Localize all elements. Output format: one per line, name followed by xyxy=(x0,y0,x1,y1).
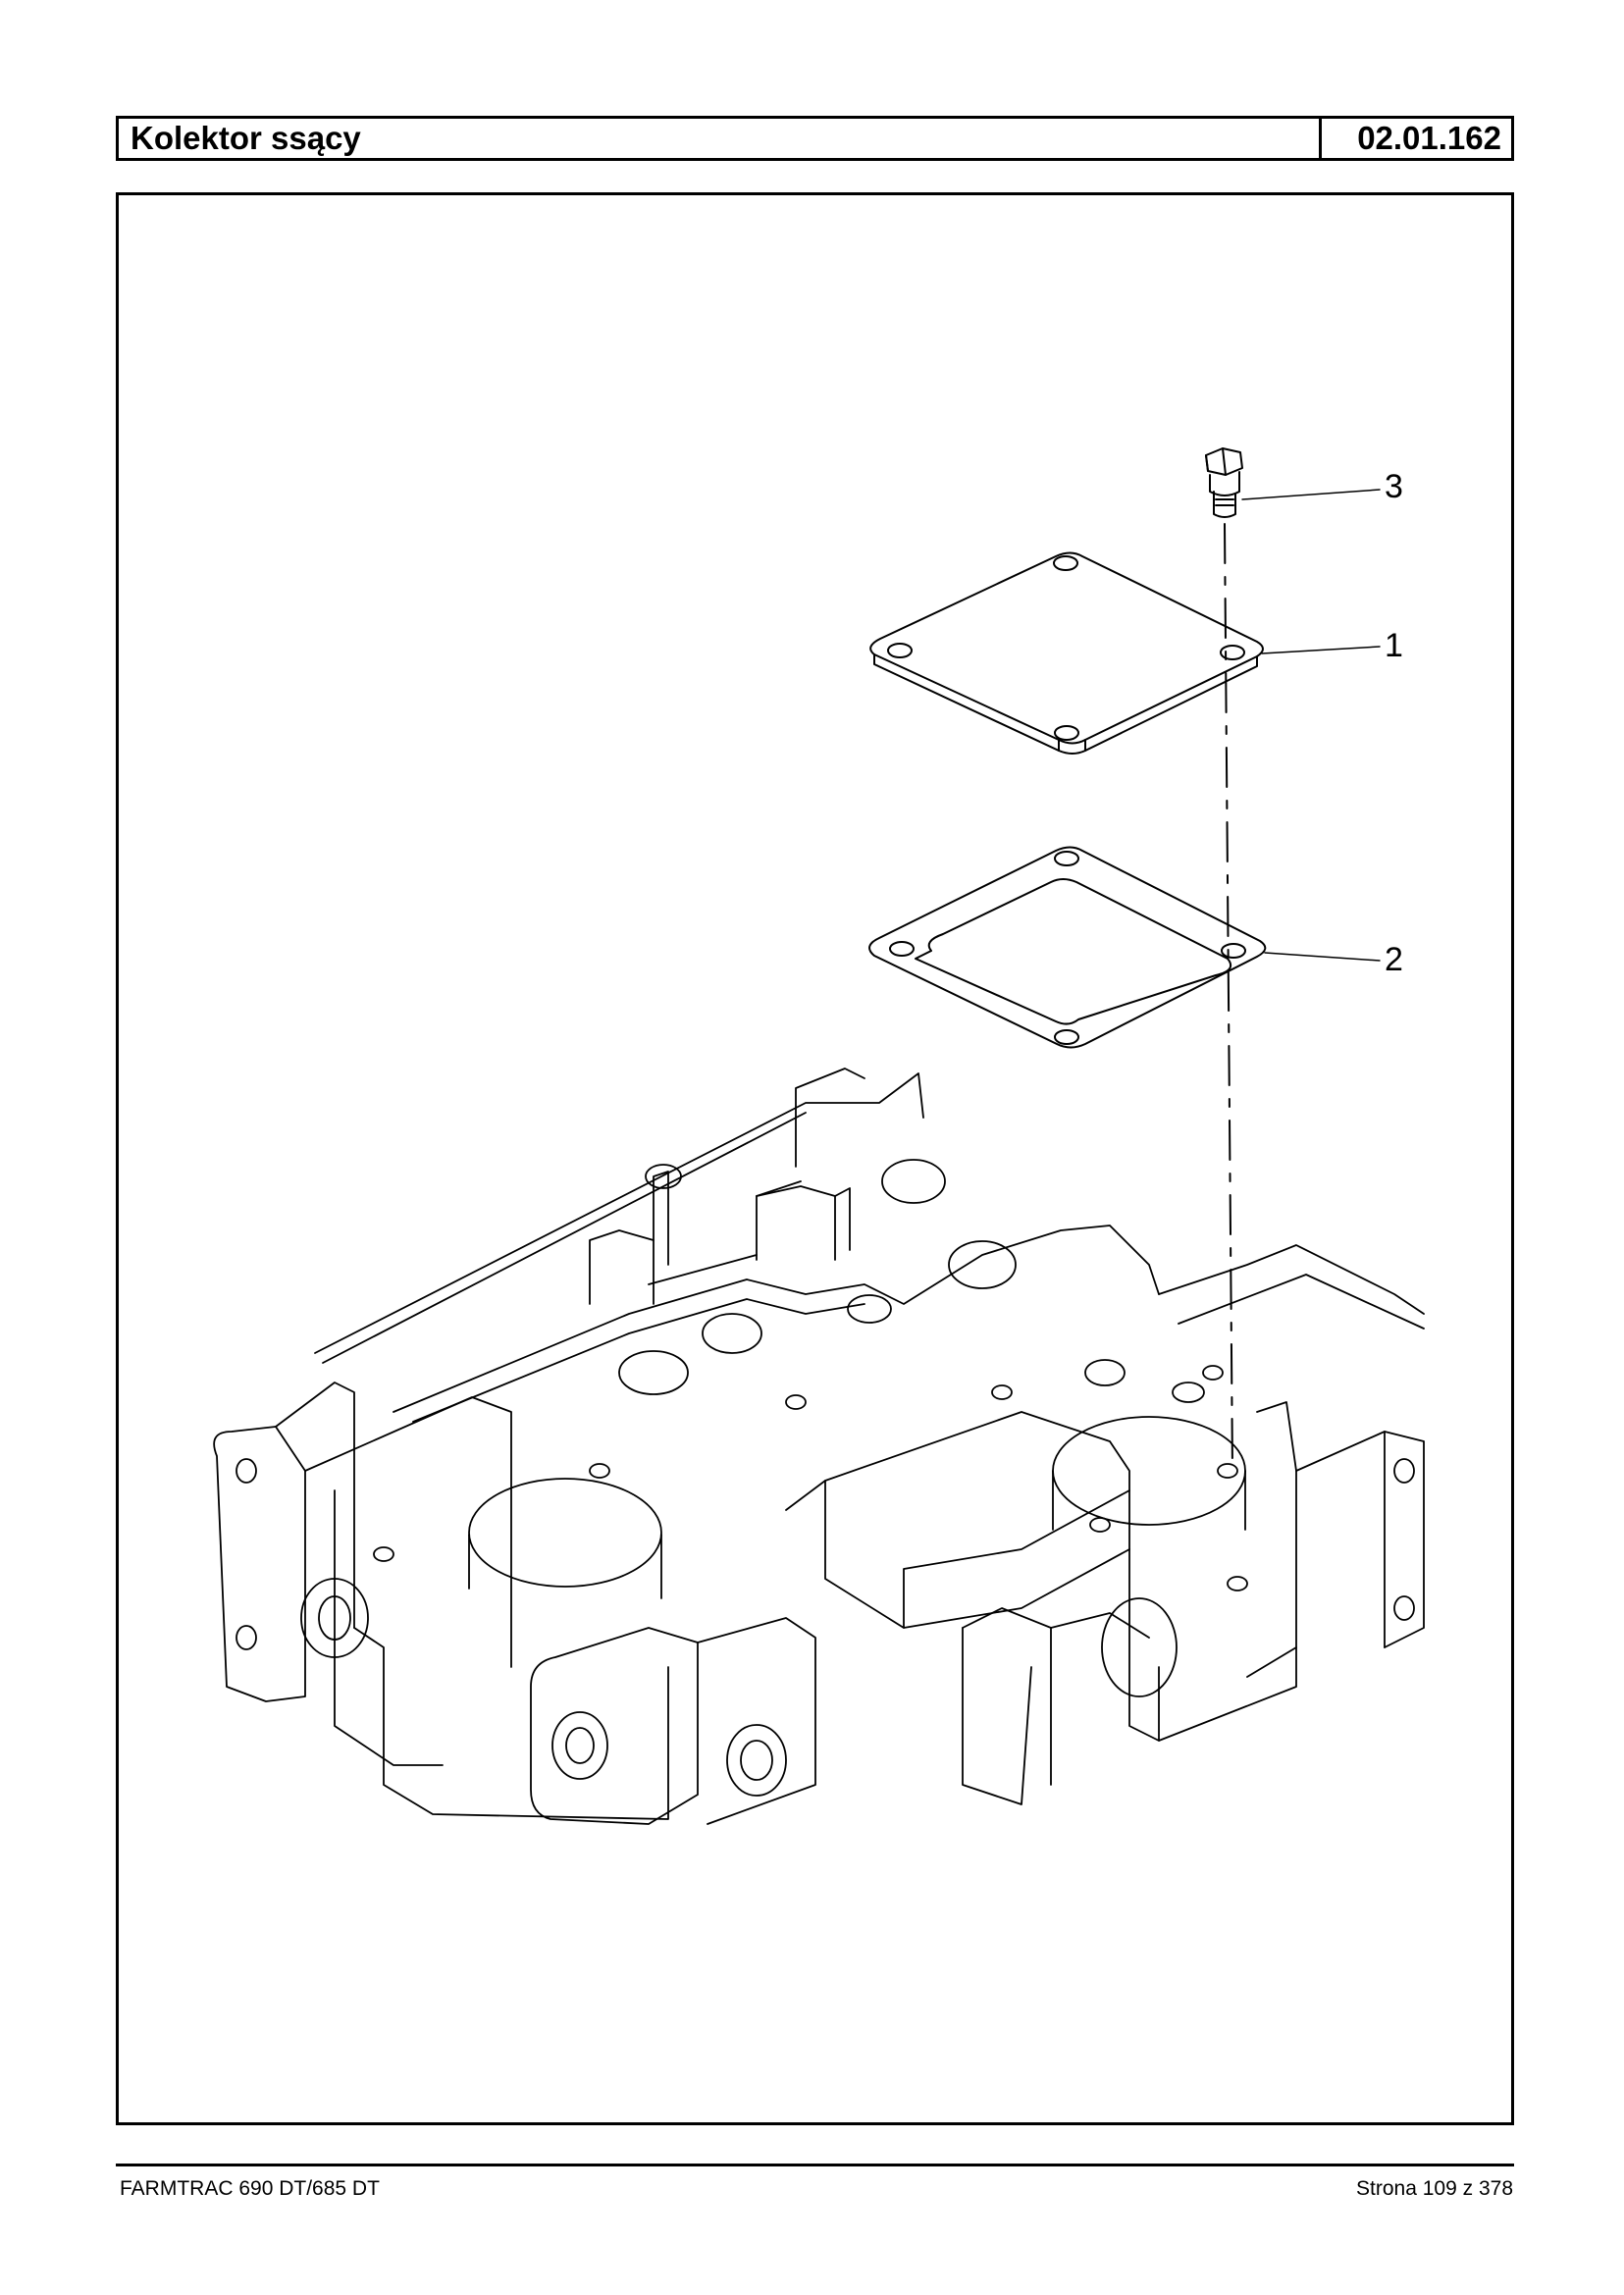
footer-rule xyxy=(116,2164,1514,2166)
callout-1: 1 xyxy=(1385,627,1403,664)
bolt-part xyxy=(1205,447,1243,518)
leader-line-3 xyxy=(1241,489,1381,500)
section-code: 02.01.162 xyxy=(1357,120,1501,156)
section-header: Kolektor ssący 02.01.162 xyxy=(116,116,1514,161)
assembly-axis-line xyxy=(1224,523,1233,1472)
exploded-view-diagram: 3 1 2 xyxy=(213,447,1425,1825)
footer-page-number: Strona 109 z 378 xyxy=(1356,2177,1513,2200)
footer-model: FARMTRAC 690 DT/685 DT xyxy=(120,2177,380,2200)
callout-2: 2 xyxy=(1385,941,1403,978)
cover-plate-part xyxy=(869,551,1264,755)
gasket-part xyxy=(868,846,1267,1049)
cylinder-head-block xyxy=(213,1068,1425,1825)
leader-line-2 xyxy=(1264,952,1381,962)
callout-3: 3 xyxy=(1385,468,1403,505)
section-title: Kolektor ssący xyxy=(119,119,1322,158)
leader-line-1 xyxy=(1261,646,1381,654)
diagram-frame: 3 1 2 xyxy=(116,192,1514,2125)
